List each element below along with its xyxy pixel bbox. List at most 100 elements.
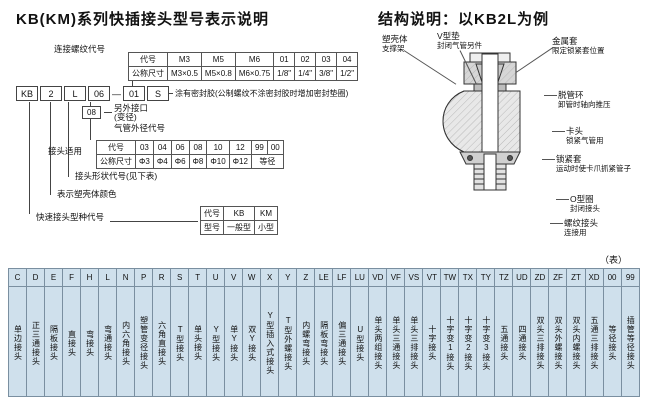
model-segment: 2 <box>40 86 62 101</box>
extra-port-label: 另外接口 <box>114 103 149 113</box>
shape-name-cell: 单Y接头 <box>224 286 244 397</box>
shape-code-cell: TZ <box>494 268 514 287</box>
cell: M5 <box>200 52 236 67</box>
cell: 04 <box>336 52 359 67</box>
shape-name-cell: 单头三通接头 <box>386 286 406 397</box>
shape-name-cell: 双头内螺接头 <box>566 286 586 397</box>
shape-name-cell: 双Y接头 <box>242 286 262 397</box>
shape-code-cell: TY <box>476 268 496 287</box>
callout-name: 塑壳体 <box>382 34 408 44</box>
cell: 代号 <box>128 52 168 67</box>
shape-name-cell: 四通接头 <box>512 286 532 397</box>
cell: M6×0.75 <box>234 66 275 81</box>
leader-line <box>552 131 565 132</box>
cell: KM <box>254 206 278 221</box>
callout-name: O型圈 <box>570 194 594 204</box>
shape-name-cell: 六角直接头 <box>152 286 172 397</box>
callout-desc: 支撑架 <box>382 44 405 54</box>
shape-name-cell: T型接头 <box>170 286 190 397</box>
shape-name-cell: 双头外螺接头 <box>548 286 568 397</box>
callout-release-ring: 脱管环 卸管时轴向推压 <box>558 90 611 109</box>
cell: Φ10 <box>206 154 230 169</box>
callout-desc: 锁紧气管用 <box>566 136 604 146</box>
shape-name-cell: 十字变1接头 <box>440 286 460 397</box>
shape-code-cell: UD <box>512 268 532 287</box>
callout-chuck: 卡头 锁紧气管用 <box>566 126 604 145</box>
cell: M3×0.5 <box>167 66 202 81</box>
callout-name: 金属套 <box>552 36 578 46</box>
extra-code-box: 08 <box>82 106 101 119</box>
shape-name-cell: U型接头 <box>350 286 370 397</box>
cell: 型号 <box>200 220 224 235</box>
callout-metal-sleeve: 金属套 限定锁紧套位置 <box>552 36 605 55</box>
cell: M6 <box>234 52 275 67</box>
leader-line <box>550 223 563 224</box>
callout-v-seal: V型垫 封闭气管另件 <box>437 31 482 50</box>
connector-line <box>68 102 69 177</box>
connector-line <box>90 102 91 140</box>
shape-code-cell: R <box>152 268 172 287</box>
shape-code-cell: VD <box>368 268 388 287</box>
shape-code-cell: N <box>116 268 136 287</box>
shape-name-cell: 直接头 <box>62 286 82 397</box>
body-color-label: 表示塑壳体颜色 <box>57 189 117 199</box>
cell: Φ6 <box>170 154 190 169</box>
cell: 1/8" <box>273 66 296 81</box>
leader-line <box>542 159 555 160</box>
extra-port-note: (变径) <box>114 112 137 122</box>
shape-code-cell: T <box>188 268 208 287</box>
callout-o-ring: O型圈 封闭接头 <box>570 194 600 213</box>
shape-code-cell: TX <box>458 268 478 287</box>
shape-code-cell: 99 <box>620 268 641 287</box>
cell: 1/4" <box>294 66 317 81</box>
cell: 01 <box>273 52 296 67</box>
callout-desc: 运动时使卡爪抓紧管子 <box>556 164 631 174</box>
shape-code-cell: P <box>134 268 154 287</box>
shape-code-cell: LU <box>350 268 370 287</box>
model-segment: S <box>147 86 169 101</box>
thread-code-label: 连接螺纹代号 <box>54 44 106 54</box>
shape-name-cell: 单边接头 <box>7 286 28 397</box>
cell: M3 <box>167 52 202 67</box>
cell: KB <box>223 206 255 221</box>
shape-code-cell: LF <box>332 268 352 287</box>
shape-name-cell: 五通三排接头 <box>584 286 604 397</box>
connector-line <box>104 112 112 113</box>
shape-code-cell: XD <box>584 268 604 287</box>
shape-code-cell: X <box>260 268 280 287</box>
shape-name-cell: 十字变2接头 <box>458 286 478 397</box>
shape-code-cell: VT <box>422 268 442 287</box>
sealant-label: 涂有密封胶(公制螺纹不涂密封胶时增加密封垫圈) <box>175 89 349 98</box>
type-code-label: 快速接头型种代号 <box>36 212 105 222</box>
shape-name-cell: 单头接头 <box>188 286 208 397</box>
shape-name-cell: 内螺弯接头 <box>296 286 316 397</box>
shape-name-cell: 隔板接头 <box>44 286 64 397</box>
shape-code-cell: ZF <box>548 268 568 287</box>
leader-line <box>544 95 557 96</box>
shape-name-cell: 单头三排接头 <box>404 286 424 397</box>
shape-name-cell: T型外螺接头 <box>278 286 298 397</box>
cell: 00 <box>266 140 284 155</box>
cell: 公称尺寸 <box>128 66 168 81</box>
shape-code-cell: U <box>206 268 226 287</box>
shape-name-cell: 正三通接头 <box>26 286 46 397</box>
shape-code-cell: ZD <box>530 268 550 287</box>
shape-name-cell: 内六角接头 <box>116 286 136 397</box>
cell: 1/2" <box>336 66 359 81</box>
shape-name-cell: 十字变3接头 <box>476 286 496 397</box>
connector-line <box>29 102 30 214</box>
model-segment: L <box>64 86 86 101</box>
model-segment: 06 <box>88 86 110 101</box>
shape-name-cell: 五通接头 <box>494 286 514 397</box>
callout-desc: 封闭气管另件 <box>437 41 482 51</box>
cell: 代号 <box>200 206 224 221</box>
shape-code-cell: C <box>7 268 28 287</box>
shape-code-cell: LE <box>314 268 334 287</box>
shape-name-cell: 塑管变径接头 <box>134 286 154 397</box>
shape-code-cell: H <box>80 268 100 287</box>
shape-name-cell: 插管等径接头 <box>620 286 641 397</box>
